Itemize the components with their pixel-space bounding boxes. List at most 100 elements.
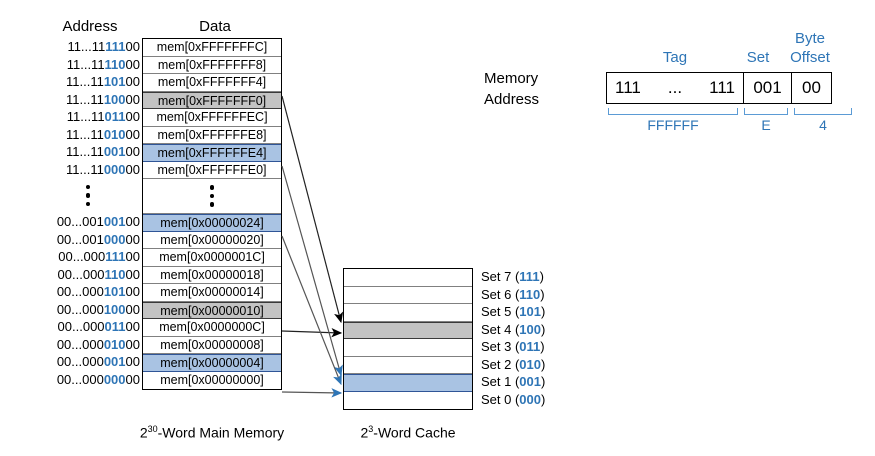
memory-row: mem[0x0000001C]	[143, 249, 281, 267]
address-set-bits: 011	[104, 319, 126, 334]
cache-set-row	[344, 356, 472, 374]
address-set-bits: 110	[104, 56, 126, 72]
cache-set-row	[344, 304, 472, 322]
address-set-bits: 111	[105, 249, 126, 264]
cache-set-labels: Set 7 (111)Set 6 (110)Set 5 (101) Set 4 (…	[481, 268, 545, 408]
address-tag-bits: 00...000	[56, 371, 104, 387]
address-offset-bits: 00	[125, 266, 140, 282]
tag-bracket	[608, 108, 738, 115]
set-index-bits: 100	[519, 321, 541, 337]
address-set-bits: 000	[103, 231, 126, 247]
cache-set-label: Set 0 (000)	[481, 391, 545, 409]
memory-ellipsis-row	[143, 179, 281, 214]
set-paren: )	[540, 339, 545, 354]
address-tag-bits: 11...11	[66, 109, 105, 124]
set-index-bits: 001	[519, 374, 541, 389]
cache-caption-base: 2	[360, 424, 369, 441]
address-tag-bits: 11...11	[67, 39, 106, 54]
address-binary: 00...00011100	[36, 248, 140, 266]
memory-row: mem[0xFFFFFFE4]	[143, 144, 281, 162]
byte-label: Byte	[794, 30, 825, 47]
memory-row: mem[0xFFFFFFFC]	[143, 39, 281, 57]
cache-set-label: Set 7 (111)	[481, 268, 545, 286]
address-binary: 00...00010000	[36, 301, 140, 319]
address-offset-bits: 00	[125, 336, 140, 352]
memory-row: mem[0xFFFFFFF4]	[143, 74, 281, 92]
memory-row: mem[0xFFFFFFF8]	[143, 56, 281, 74]
address-offset-bits: 00	[125, 214, 140, 229]
address-tag-bits: 00...000	[57, 266, 105, 282]
set-name: Set 7 (	[481, 269, 520, 284]
offset-field-label: Offset	[790, 49, 830, 66]
address-binary: 00...00010100	[36, 283, 140, 301]
memory-row: mem[0x00000020]	[143, 231, 281, 249]
address-tag-bits: 00...000	[56, 301, 104, 317]
cache-set-label: Set 1 (001)	[481, 373, 545, 391]
memory-row: mem[0x00000024]	[143, 214, 281, 232]
address-binary: 00...00000000	[36, 371, 140, 389]
cache-set-row	[344, 321, 472, 339]
cache-set-row	[344, 374, 472, 392]
byte-offset-field: 00	[791, 73, 831, 103]
mem-caption-base: 2	[139, 424, 148, 441]
address-binary: 11...1100000	[36, 161, 140, 179]
address-offset-bits: 00	[125, 39, 140, 54]
data-column-header: Data	[199, 18, 231, 35]
tag-field-label: Tag	[662, 49, 688, 66]
address-tag-bits: 11...11	[66, 74, 104, 89]
set-paren: )	[539, 269, 544, 284]
cache-set-row	[344, 391, 472, 409]
address-set-bits: 000	[103, 161, 126, 177]
address-set-bits: 011	[104, 109, 126, 124]
address-tag-bits: 00...000	[57, 319, 105, 334]
address-tag-bits: 00...001	[56, 231, 104, 247]
address-binary: 11...1101000	[36, 126, 140, 144]
address-binary: 11...1111100	[36, 38, 140, 56]
set-bracket	[744, 108, 788, 115]
cache-set-label: Set 6 (110)	[481, 286, 545, 304]
address-offset-bits: 00	[125, 161, 140, 177]
address-tag-bits: 00...001	[56, 214, 104, 229]
address-tag-bits: 11...11	[66, 144, 104, 159]
address-set-bits: 000	[103, 371, 126, 387]
address-offset-bits: 00	[125, 144, 140, 159]
set-name: Set 2 (	[481, 356, 520, 372]
set-paren: )	[541, 391, 546, 407]
set-name: Set 3 (	[481, 339, 520, 354]
set-name: Set 5 (	[481, 304, 520, 319]
address-binary: 00...00100100	[36, 213, 140, 231]
cache-caption-exponent: 3	[368, 424, 374, 434]
set-paren: )	[541, 321, 546, 337]
address-offset-bits: 00	[125, 91, 140, 107]
address-column-header: Address	[62, 18, 118, 35]
address-offset-bits: 00	[125, 249, 140, 264]
set-name: Set 4 (	[481, 321, 520, 337]
cache-table	[343, 268, 473, 410]
address-set-bits: 001	[103, 354, 126, 369]
main-memory-table: mem[0xFFFFFFFC]mem[0xFFFFFFF8]mem[0xFFFF…	[142, 38, 282, 390]
memory-row: mem[0x00000014]	[143, 284, 281, 302]
memory-row: mem[0xFFFFFFE0]	[143, 161, 281, 179]
address-offset-bits: 00	[125, 284, 140, 299]
main-memory-caption: 230-Word Main Memory	[112, 424, 312, 441]
set-name: Set 1 (	[481, 374, 520, 389]
address-set-bits: 101	[103, 284, 126, 299]
address-offset-bits: 00	[125, 371, 140, 387]
address-fields-box: 111 ... 111 001 00	[606, 72, 832, 104]
cache-set-label: Set 2 (010)	[481, 356, 545, 374]
address-binary: 00...00100000	[36, 231, 140, 249]
set-name: Set 0 (	[481, 391, 520, 407]
address-offset-bits: 00	[125, 231, 140, 247]
address-offset-bits: 00	[125, 126, 140, 142]
address-tag-bits: 00...000	[56, 336, 104, 352]
tag-hex-label: FFFFFF	[647, 117, 699, 133]
address-set-bits: 010	[103, 336, 126, 352]
set-index-bits: 010	[519, 356, 541, 372]
set-index-bits: 101	[519, 304, 541, 319]
cache-caption: 23-Word Cache	[343, 424, 473, 441]
cache-set-row	[344, 269, 472, 287]
address-offset-bits: 00	[125, 74, 140, 89]
set-paren: )	[541, 356, 546, 372]
memory-row: mem[0x0000000C]	[143, 319, 281, 337]
memory-address-label-line2: Address	[484, 91, 540, 108]
